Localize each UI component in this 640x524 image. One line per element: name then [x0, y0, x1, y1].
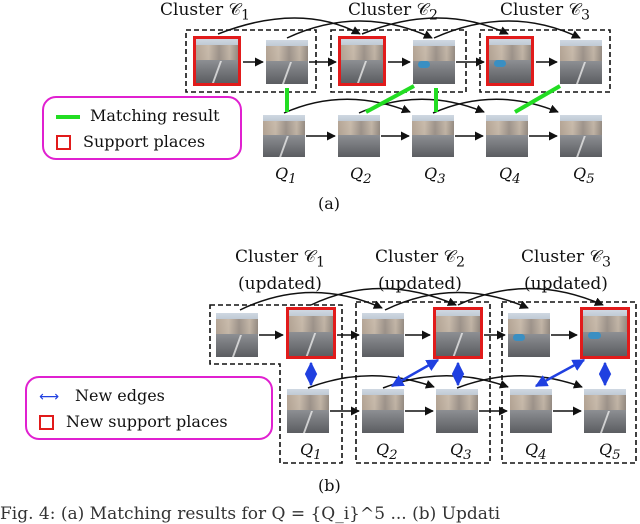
green-line-icon [56, 114, 80, 119]
cluster-label-b3: Cluster 𝒞3(updated) [521, 247, 611, 295]
cluster-box-a1 [185, 29, 317, 93]
cluster-box-a2 [330, 29, 467, 93]
map-image-a2 [266, 40, 308, 84]
query-label-b3: Q3 [450, 440, 472, 464]
cluster-label-b1: Cluster 𝒞1(updated) [235, 247, 325, 295]
legend-a: Matching result Support places [42, 96, 242, 160]
red-square-icon [39, 415, 54, 430]
query-label-a4: Q4 [499, 164, 521, 188]
map-image-a5 [486, 36, 534, 86]
query-image-a1 [263, 115, 305, 157]
legend-item-support: Support places [56, 132, 205, 151]
legend-b: ⟷New edges New support places [25, 376, 273, 440]
footer-caption-fragment: Fig. 4: (a) Matching results for Q = {Q_… [0, 504, 501, 524]
query-label-b1: Q1 [300, 440, 322, 464]
query-image-a3 [412, 115, 454, 157]
caption-a: (a) [318, 194, 341, 213]
map-image-b4 [433, 307, 483, 359]
red-square-icon [56, 135, 71, 150]
query-image-b5 [584, 389, 626, 433]
map-image-a4 [413, 40, 455, 84]
query-image-b3 [436, 389, 478, 433]
new-edge-2 [390, 358, 440, 388]
caption-b: (b) [318, 476, 341, 495]
legend-item-new-support: New support places [39, 412, 228, 431]
query-label-a2: Q2 [350, 164, 372, 188]
query-label-a1: Q1 [275, 164, 297, 188]
cluster-box-a3 [479, 29, 611, 93]
map-image-a6 [560, 40, 602, 84]
cluster-box-b1 [209, 304, 343, 464]
legend-item-matching: Matching result [56, 106, 220, 125]
map-image-b1 [216, 313, 258, 357]
cluster-label-a1: Cluster 𝒞1 [160, 0, 250, 24]
match-line-4 [513, 84, 562, 114]
cluster-label-a3: Cluster 𝒞3 [500, 0, 590, 24]
query-image-b2 [362, 389, 404, 433]
map-image-b3 [362, 313, 404, 357]
map-image-a1 [193, 36, 241, 86]
map-image-b5 [508, 313, 550, 357]
cluster-label-a2: Cluster 𝒞2 [348, 0, 438, 24]
double-arrow-icon: ⟷ [39, 388, 60, 405]
query-label-a3: Q3 [424, 164, 446, 188]
new-edge-4 [534, 358, 586, 388]
legend-item-edges: ⟷New edges [39, 386, 165, 405]
query-image-b4 [510, 389, 552, 433]
map-image-b2 [286, 307, 336, 359]
query-image-a2 [338, 115, 380, 157]
query-label-b2: Q2 [376, 440, 398, 464]
query-image-b1 [287, 389, 329, 433]
query-image-a5 [560, 115, 602, 157]
map-image-b6 [580, 307, 630, 359]
query-image-a4 [486, 115, 528, 157]
query-label-b4: Q4 [525, 440, 547, 464]
query-label-b5: Q5 [599, 440, 621, 464]
query-label-a5: Q5 [573, 164, 595, 188]
cluster-box-b2 [355, 301, 491, 464]
cluster-box-b3 [501, 301, 637, 464]
map-image-a3 [338, 36, 386, 86]
match-line-2 [365, 84, 415, 114]
